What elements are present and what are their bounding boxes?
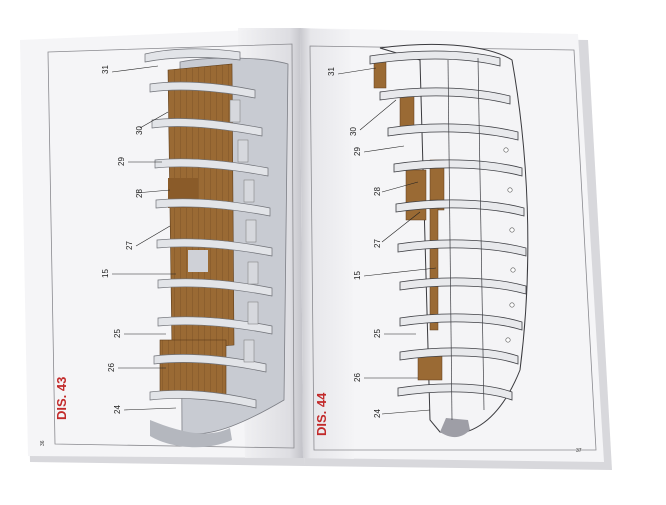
right-ship-diagram [369, 43, 529, 438]
right-callout-25: 25 [373, 329, 382, 338]
left-callout-27: 27 [125, 241, 134, 250]
left-ship-diagram [144, 48, 289, 448]
left-callout-24: 24 [113, 405, 122, 414]
left-page-number: 36 [40, 440, 46, 446]
right-callout-29: 29 [353, 147, 362, 156]
right-callout-15: 15 [353, 271, 362, 280]
right-callouts [337, 67, 437, 415]
left-callout-26: 26 [107, 363, 116, 372]
left-callout-30: 30 [135, 126, 144, 135]
left-callout-15: 15 [101, 269, 110, 278]
right-diagram-label: DIS. 44 [314, 392, 329, 436]
right-page-number: 37 [576, 448, 582, 454]
left-callout-29: 29 [117, 157, 126, 166]
right-callout-28: 28 [373, 187, 382, 196]
left-callouts [111, 65, 177, 411]
right-callout-31: 31 [327, 67, 336, 76]
left-diagram-label: DIS. 43 [54, 377, 69, 420]
left-callout-28: 28 [135, 189, 144, 198]
right-callout-24: 24 [373, 409, 382, 418]
left-callout-31: 31 [101, 65, 110, 74]
right-callout-26: 26 [353, 373, 362, 382]
right-callout-30: 30 [349, 127, 358, 136]
right-callout-27: 27 [373, 239, 382, 248]
left-callout-25: 25 [113, 329, 122, 338]
